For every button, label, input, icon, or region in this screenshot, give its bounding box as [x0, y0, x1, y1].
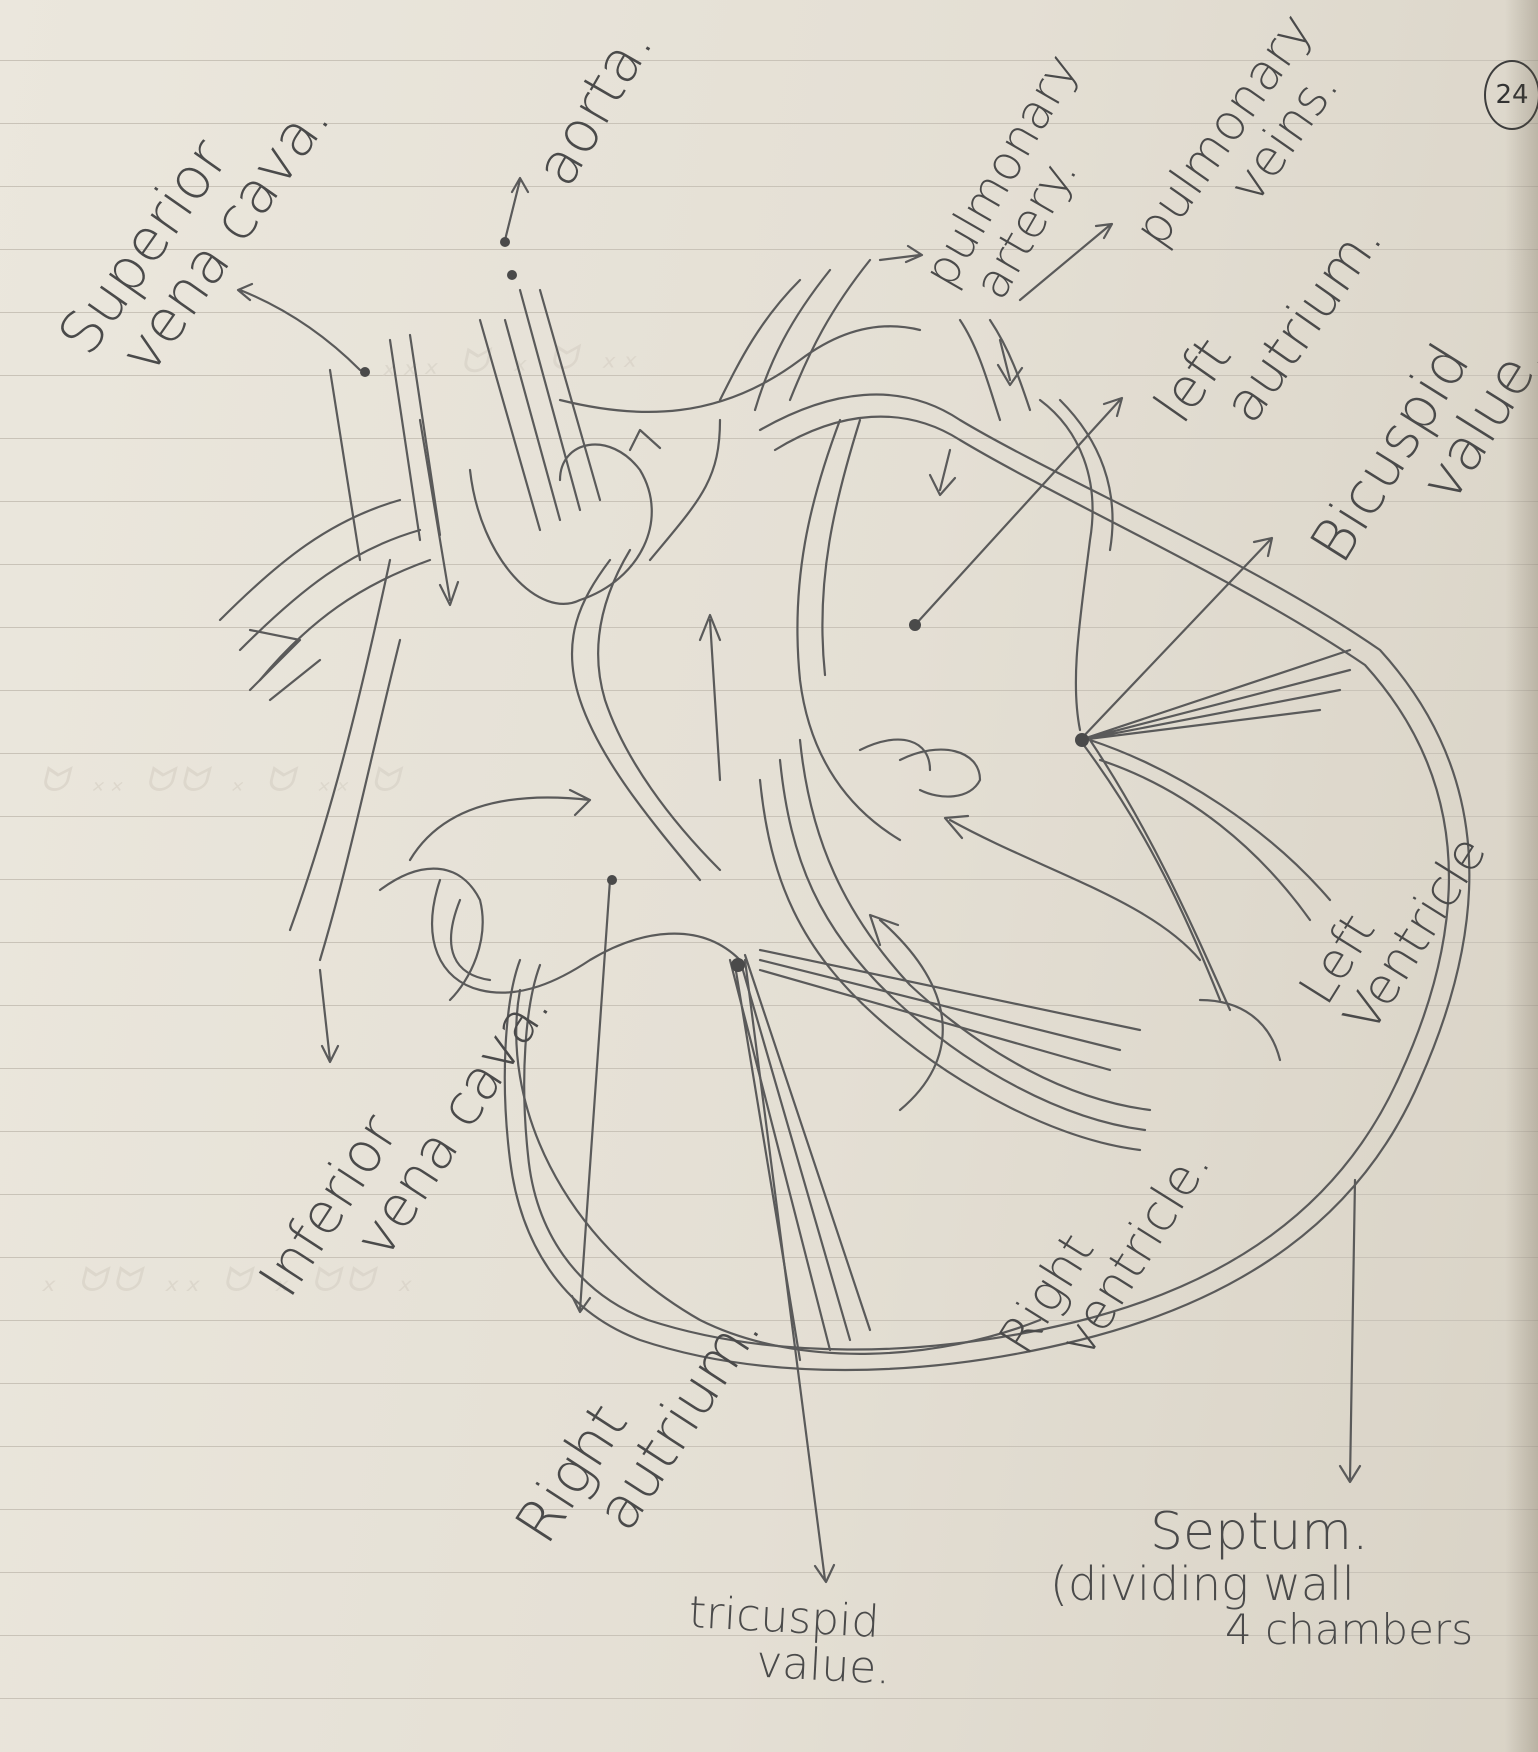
aorta-tube: [480, 290, 600, 530]
pointer-pulmonary-artery: [880, 246, 922, 262]
pointer-tricuspid: [745, 960, 834, 1582]
anchor-dot-aorta: [500, 237, 510, 247]
label-line: 4 chambers: [1050, 1608, 1473, 1652]
left-atrium-wall: [797, 420, 900, 840]
anchor-dot-ra: [607, 875, 617, 885]
label-septum: Septum. (dividing wall 4 chambers: [1050, 1505, 1473, 1652]
left-ventricle-inner: [1090, 740, 1330, 920]
anchor-dot-aorta-base: [507, 270, 517, 280]
anchor-dot-tricuspid: [731, 958, 745, 972]
papillary-lines: [760, 950, 1140, 1070]
label-line: (dividing wall: [1050, 1560, 1473, 1608]
page-edge-shadow: [1505, 0, 1538, 1752]
flow-arrow-pa: [930, 450, 955, 495]
lv-chordae-lower: [1080, 740, 1230, 1010]
pointer-lv-inner: [1200, 1000, 1280, 1060]
right-pulmonary-branch-lower: [250, 630, 320, 700]
pointer-ivc: [320, 970, 338, 1062]
label-line: Septum.: [1050, 1505, 1473, 1560]
heart-outer-wall-inner: [524, 417, 1449, 1350]
pointer-aorta: [505, 178, 528, 240]
aortic-arch: [470, 445, 652, 604]
pulmonary-trunk: [560, 326, 920, 412]
interatrial-septum: [572, 550, 720, 880]
pointer-svc: [238, 284, 360, 370]
flow-arrow-down-svc: [420, 420, 458, 605]
label-tricuspid-valve: tricuspid value.: [685, 1590, 894, 1693]
bicuspid-chordae: [1080, 650, 1350, 740]
anchor-dot-bicuspid: [1075, 733, 1089, 747]
right-pulmonary-branch: [220, 500, 430, 680]
flow-arrow-ra-into: [410, 790, 590, 860]
mitral-valve-cusp: [860, 740, 980, 797]
anchor-dot-svc: [360, 367, 370, 377]
tricuspid-chordae: [730, 955, 870, 1360]
pointer-septum: [1340, 1180, 1360, 1482]
flow-arrow-lv: [945, 816, 1200, 960]
pulmonary-artery-tube: [720, 260, 870, 410]
interventricular-septum: [760, 740, 1150, 1150]
right-atrium-wall: [290, 560, 400, 960]
flow-arrow-up-aorta: [630, 420, 720, 560]
anchor-dot-left-atrium: [909, 619, 921, 631]
flow-arrow-up-ra: [700, 615, 720, 780]
right-ventricle-chamber: [516, 990, 1040, 1354]
pointer-ra: [572, 880, 610, 1312]
